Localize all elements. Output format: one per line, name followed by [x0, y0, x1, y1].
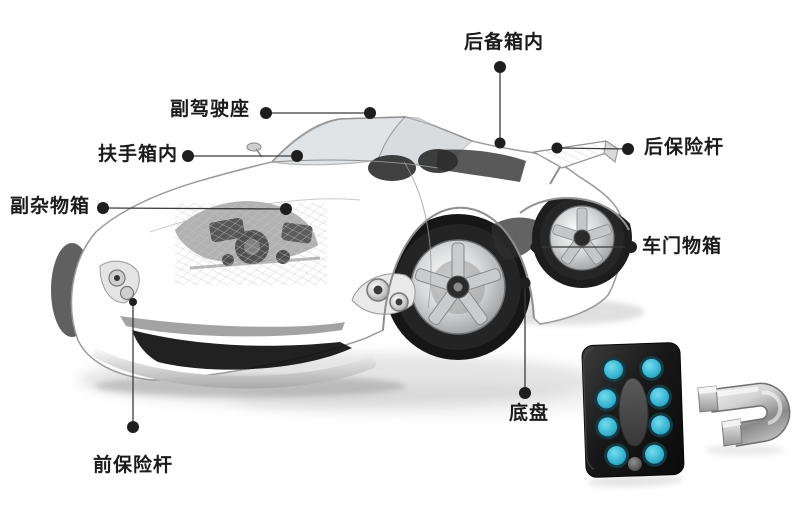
- callout-glove-box: [97, 202, 292, 215]
- callouts: [97, 61, 637, 433]
- seat: [368, 155, 416, 181]
- rear-wheel: [385, 214, 531, 360]
- side-scoop: [491, 217, 545, 260]
- callout-door-box: [530, 241, 637, 253]
- callout-front-bumper: [127, 298, 139, 433]
- tracker-center-pad: [618, 377, 649, 447]
- label-glove-box: 副杂物箱: [10, 196, 91, 217]
- headlight-right: [351, 273, 416, 315]
- wireframe-car-illustration: [51, 116, 632, 389]
- callout-chassis: [519, 277, 531, 399]
- front-grille: [132, 330, 352, 370]
- label-trunk: 后备箱内: [464, 32, 545, 53]
- rear-deck-dark: [436, 149, 526, 182]
- label-door-box: 车门物箱: [642, 236, 723, 257]
- horseshoe-magnet-icon: [697, 382, 791, 456]
- side-mirror: [246, 142, 262, 152]
- callout-passenger-seat: [260, 107, 376, 119]
- callout-rear-bumper: [551, 142, 634, 155]
- headlight-left: [99, 260, 140, 304]
- callout-armrest-box: [182, 150, 303, 162]
- tracker-button: [627, 456, 642, 471]
- gps-tracker-icon: [581, 342, 685, 488]
- label-passenger-seat: 副驾驶座: [170, 99, 251, 120]
- callout-trunk: [494, 61, 506, 149]
- rear-wing: [532, 140, 620, 185]
- tracker-leds: [594, 355, 674, 469]
- chin-spoiler: [92, 348, 377, 389]
- label-rear-bumper: 后保险杆: [644, 137, 725, 158]
- label-front-bumper: 前保险杆: [93, 455, 174, 476]
- seat: [418, 149, 458, 173]
- far-rear-wheel: [532, 198, 632, 288]
- label-chassis: 底盘: [509, 403, 550, 424]
- label-armrest-box: 扶手箱内: [98, 144, 179, 165]
